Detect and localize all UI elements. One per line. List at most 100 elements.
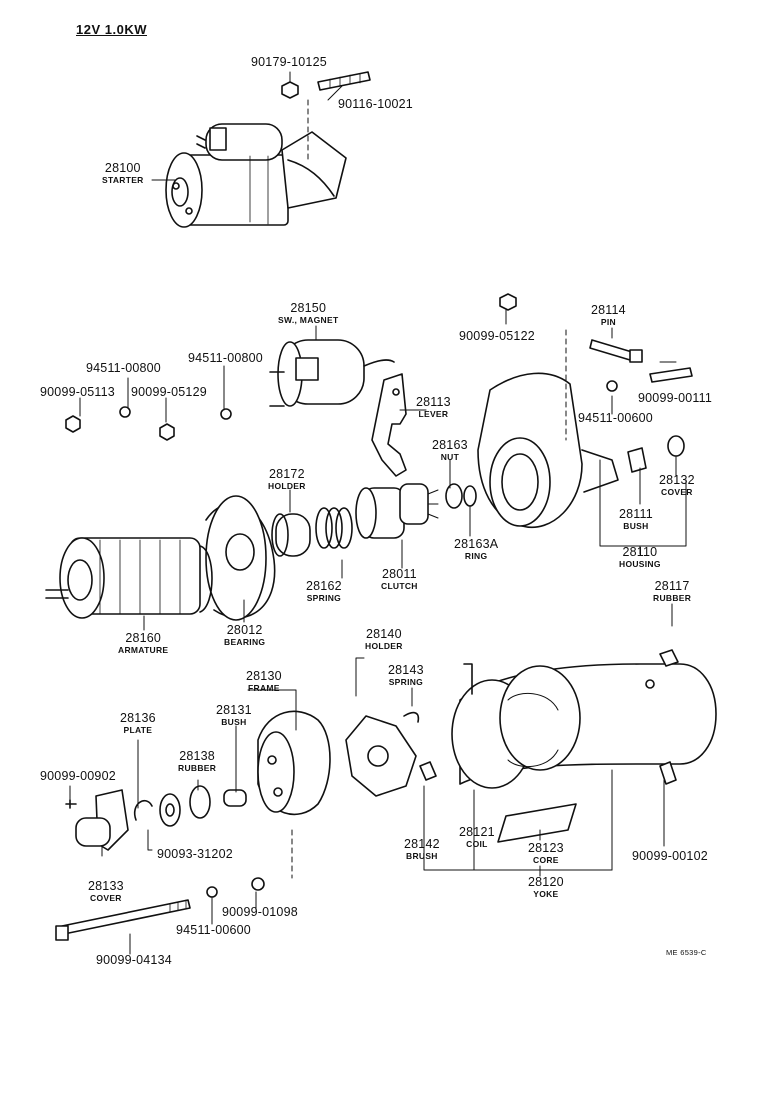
top-nut-and-stud-drawing <box>281 71 371 161</box>
part-name: COIL <box>466 838 488 849</box>
part-name: YOKE <box>533 888 559 899</box>
through-bolt-drawing <box>55 899 191 941</box>
part-name: COVER <box>661 486 693 497</box>
part-label: 90099-05122 <box>459 330 535 343</box>
part-name: SPRING <box>306 592 342 603</box>
part-label: 90099-05129 <box>131 386 207 399</box>
part-number: 28011 <box>381 567 417 581</box>
part-number: 90099-05113 <box>40 385 115 399</box>
clutch-drawing <box>355 483 439 539</box>
part-label: 94511-00800 <box>188 352 263 365</box>
part-name: SPRING <box>388 676 424 687</box>
part-label: 94511-00600 <box>578 412 653 425</box>
part-number: 90179-10125 <box>251 55 327 69</box>
part-label: 94511-00600 <box>176 924 251 937</box>
part-number: 28110 <box>622 545 658 559</box>
drawing-code: ME 6539-C <box>666 948 707 957</box>
pin-and-bolt-drawing <box>499 293 693 473</box>
part-name: HOLDER <box>268 480 306 491</box>
part-number: 94511-00800 <box>188 351 263 365</box>
rear-small-parts-drawing <box>65 785 265 898</box>
spring-drawing <box>315 507 353 549</box>
part-number: 28142 <box>404 837 440 851</box>
small-nuts-drawing <box>65 406 232 441</box>
part-number: 28111 <box>619 507 653 521</box>
part-label: 94511-00800 <box>86 362 161 375</box>
part-number: 28117 <box>654 579 690 593</box>
part-number: 28163 <box>432 438 468 452</box>
part-name: CORE <box>533 854 559 865</box>
part-number: 94511-00600 <box>176 923 251 937</box>
part-number: 28130 <box>246 669 282 683</box>
part-label: 90099-04134 <box>96 954 172 967</box>
part-number: 28132 <box>659 473 695 487</box>
part-number: 94511-00600 <box>578 411 653 425</box>
part-name: STARTER <box>102 174 144 185</box>
armature-drawing <box>45 495 276 621</box>
part-number: 28138 <box>179 749 215 763</box>
part-number: 90099-00111 <box>638 391 713 405</box>
part-number: 90099-01098 <box>222 905 298 919</box>
part-number: 28150 <box>290 301 327 315</box>
part-number: 28012 <box>226 623 263 637</box>
part-number: 28113 <box>416 395 451 409</box>
yoke-drawing <box>451 649 717 843</box>
part-number: 28160 <box>125 631 162 645</box>
part-label: 90093-31202 <box>157 848 233 861</box>
part-name: CLUTCH <box>381 580 418 591</box>
brush-holder-drawing <box>345 711 437 797</box>
part-name: SW., MAGNET <box>278 314 339 325</box>
part-number: 90093-31202 <box>157 847 233 861</box>
part-name: RUBBER <box>653 592 692 603</box>
part-number: 28163A <box>454 537 499 551</box>
part-number: 28100 <box>104 161 141 175</box>
part-name: NUT <box>440 451 460 462</box>
part-number: 90099-04134 <box>96 953 172 967</box>
part-number: 90099-00902 <box>40 769 116 783</box>
part-number: 28133 <box>88 879 124 893</box>
part-name: BUSH <box>221 716 247 727</box>
part-number: 28131 <box>216 703 252 717</box>
part-name: RUBBER <box>178 762 217 773</box>
part-name: COVER <box>90 892 122 903</box>
part-label: 90099-01098 <box>222 906 298 919</box>
part-name: FRAME <box>248 682 280 693</box>
magnet-switch-drawing <box>269 339 395 407</box>
part-number: 90116-10021 <box>338 97 413 111</box>
part-number: 28136 <box>120 711 156 725</box>
part-name: PIN <box>600 316 616 327</box>
part-number: 28143 <box>388 663 424 677</box>
starter-assembly-drawing <box>165 123 347 228</box>
part-number: 28123 <box>528 841 564 855</box>
part-number: 28120 <box>528 875 564 889</box>
part-label: 90099-00902 <box>40 770 116 783</box>
part-number: 28172 <box>268 467 305 481</box>
part-name: LEVER <box>418 408 449 419</box>
part-label: 90099-05113 <box>40 386 115 399</box>
lever-drawing <box>371 373 407 477</box>
part-number: 28140 <box>365 627 402 641</box>
